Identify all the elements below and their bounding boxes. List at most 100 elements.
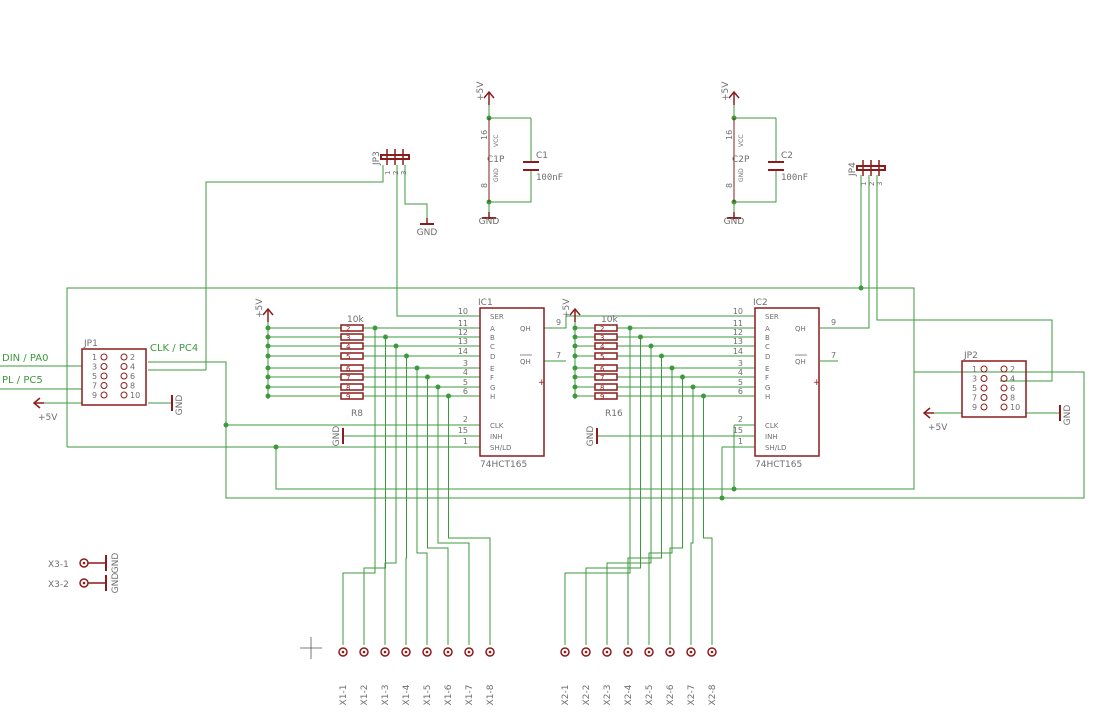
jp1-name: JP1 — [83, 339, 98, 349]
junction-dot — [265, 353, 271, 359]
ic1-rvcc-label: +5V — [255, 298, 265, 318]
ic1-pad-pad — [359, 647, 369, 657]
ic2-pad-pad — [686, 647, 696, 657]
ic2-pad-route — [564, 530, 631, 645]
ic1-resistor — [340, 324, 364, 332]
ic2-inh-gnd-label: GND — [586, 426, 596, 447]
jp3-gnd-label: GND — [417, 228, 438, 238]
c2-value: 100nF — [781, 173, 808, 183]
ic1-pad-hole — [362, 650, 366, 654]
ic2-pad-pad — [644, 647, 654, 657]
ic1-pad-route — [342, 530, 376, 645]
ic1-resistor — [340, 373, 364, 381]
ic1-resistor — [340, 333, 364, 341]
junction-dot — [265, 374, 271, 380]
ic2-pin-num: 5 — [738, 378, 743, 387]
ic1-resistor — [340, 383, 364, 391]
jp3-pin-label: 3 — [400, 171, 408, 175]
ic1-inh-gnd-label: GND — [332, 426, 342, 447]
ic1-pin-num: 6 — [463, 387, 468, 396]
ic1-pad-hole — [383, 650, 387, 654]
junction-dot — [414, 365, 420, 371]
jp3-pin1-wire — [205, 165, 384, 370]
ic1-pad-route — [437, 530, 470, 645]
ic1-pin-num: 14 — [458, 347, 468, 356]
ic2-r-pin: 5 — [600, 353, 604, 361]
c1-vcc-pin: 16 — [480, 130, 489, 140]
ic2-pad-route — [585, 530, 641, 645]
c2-vcc-text: VCC — [738, 135, 745, 147]
c1-power-name: C1P — [487, 155, 505, 165]
ic1-pad-label: X1-1 — [339, 685, 349, 706]
junction-dot — [393, 343, 399, 349]
c1-vcc-arrow — [483, 90, 495, 99]
ic2-pin-name: D — [765, 353, 770, 361]
ic1-ctrl-name: INH — [490, 433, 503, 441]
jp1-odd-label: 3 — [92, 363, 97, 372]
ic1-pad-label: X1-7 — [465, 685, 475, 706]
ic1-pad-route — [405, 530, 407, 645]
jp1-even-label: 2 — [130, 353, 135, 362]
c1-value: 100nF — [536, 173, 563, 183]
ic2-resistor — [594, 392, 618, 400]
junction-dot — [265, 393, 271, 399]
jp3-pin3-gnd — [404, 165, 428, 218]
jp3-pin-label: 1 — [384, 171, 392, 175]
ic2-pad-label: X2-8 — [708, 684, 718, 705]
ic2-pad-label: X2-6 — [666, 684, 676, 705]
jp2-gnd-label: GND — [1063, 405, 1073, 426]
ic1-pin-name: E — [490, 365, 494, 373]
jp3-name: JP3 — [372, 151, 382, 166]
jp2-even-label: 10 — [1010, 403, 1020, 412]
ic2-pad-pad — [707, 647, 717, 657]
jp2-pin-odd — [980, 375, 988, 382]
c2-top — [733, 105, 776, 119]
ic1-pin-num: 10 — [458, 307, 468, 316]
jp2-vcc-arrow — [922, 407, 931, 419]
c2-gnd-pin: 8 — [725, 183, 734, 188]
junction-dot — [572, 374, 578, 380]
c2-name: C2 — [781, 151, 793, 161]
junction-dot — [404, 353, 409, 359]
ic2-ctrl-name: CLK — [765, 422, 779, 430]
ic2-pad-label: X2-4 — [624, 684, 634, 705]
ic1-ctrl-num: 15 — [458, 426, 468, 435]
c2-vcc-pin: 16 — [725, 130, 734, 140]
ic1-pad-route — [448, 530, 491, 645]
c1-gnd-label: GND — [479, 217, 500, 227]
ic2-r-value: 10k — [601, 315, 618, 325]
ic2-pad-hole — [626, 650, 630, 654]
parts-layer — [32, 90, 1061, 659]
ic1-ctrl-num: 2 — [463, 415, 468, 424]
ic2-ctrl-num: 15 — [733, 426, 743, 435]
ic1-pin-name: G — [490, 384, 495, 392]
junction-dot — [858, 285, 864, 291]
ic1-pin-name: C — [490, 343, 495, 351]
ic2-r-name: R16 — [605, 409, 623, 419]
ic1-r-value: 10k — [347, 315, 364, 325]
x3-1-hole — [82, 561, 86, 565]
ic1-pin-name: A — [490, 325, 495, 333]
jp4-pin-label: 2 — [868, 182, 876, 186]
ic1-pad-hole — [488, 650, 492, 654]
ic2-pin-name: B — [765, 334, 770, 342]
ic1-pin-name: H — [490, 393, 495, 401]
ic1-r-pin: 5 — [346, 353, 350, 361]
ic1-r-name: R8 — [351, 409, 363, 419]
ic2-pin-name: E — [765, 365, 769, 373]
c1-vcc-label: +5V — [476, 81, 486, 101]
jp1-odd-label: 1 — [92, 353, 97, 362]
ic2-pad-label: X2-5 — [645, 685, 655, 706]
ic1-pad-route — [416, 530, 428, 645]
ic2-resistor — [594, 383, 618, 391]
ic1-pad-label: X1-2 — [360, 685, 370, 706]
ic1-pad-label: X1-8 — [486, 684, 496, 705]
net-label-pl: PL / PC5 — [2, 375, 43, 386]
ic1-resistor — [340, 364, 364, 372]
ic1-resistor — [340, 352, 364, 360]
ic1-pad-hole — [425, 650, 429, 654]
jp2-pin-odd — [980, 365, 988, 373]
ic1-rvcc-arrow — [262, 307, 274, 316]
